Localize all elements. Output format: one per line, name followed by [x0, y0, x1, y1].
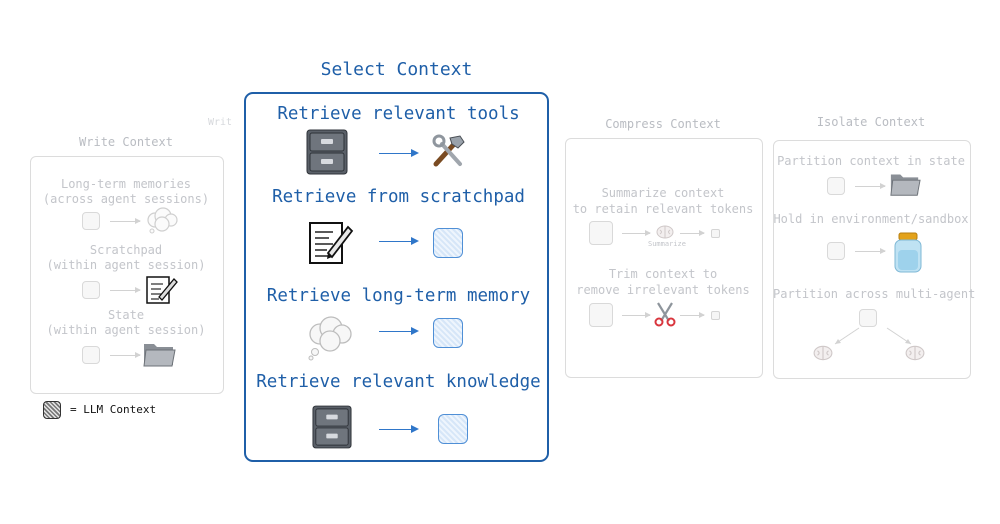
- write-context-square-3: [82, 346, 100, 364]
- isolate-panel-title: Isolate Context: [816, 115, 926, 129]
- legend-label: = LLM Context: [70, 403, 157, 416]
- select-item-scratchpad-label: Retrieve from scratchpad: [272, 187, 525, 207]
- isolate-context-square-1: [827, 177, 845, 195]
- memo-pencil-icon: [145, 273, 179, 308]
- write-panel: [30, 156, 224, 394]
- isolate-arrow-2: [855, 248, 886, 254]
- file-cabinet-icon: [312, 404, 352, 453]
- select-arrow-scratchpad: [379, 237, 419, 245]
- compress-arrow-2b: [680, 312, 705, 318]
- llm-context-icon: [43, 401, 61, 419]
- select-item-tools-label: Retrieve relevant tools: [277, 104, 520, 124]
- compress-arrow-1b: [680, 230, 705, 236]
- select-arrow-tools: [379, 149, 419, 157]
- summarize-caption: Summarize: [648, 240, 686, 248]
- select-arrow-knowledge: [379, 425, 419, 433]
- compress-result-square-2: [711, 311, 720, 320]
- select-arrow-memory: [379, 327, 419, 335]
- tools-icon: [430, 134, 468, 171]
- isolate-item-2-label: Hold in environment/sandbox: [773, 212, 969, 226]
- file-cabinet-icon: [306, 129, 348, 178]
- write-item-3-line1: State: [107, 308, 145, 322]
- write-arrow-2: [110, 287, 141, 293]
- isolate-item-1-label: Partition context in state: [777, 154, 965, 168]
- llm-context-icon: [433, 228, 463, 258]
- write-item-3-line2: (within agent session): [46, 323, 206, 337]
- write-peek-text: Writ: [208, 117, 233, 128]
- compress-item-2-line1: Trim context to: [608, 267, 718, 281]
- write-item-1-line1: Long-term memories: [60, 177, 192, 191]
- isolate-split-arrows: [834, 327, 912, 345]
- isolate-arrow-1: [855, 183, 886, 189]
- select-panel-title: Select Context: [320, 59, 473, 80]
- folder-icon: [889, 168, 921, 201]
- compress-context-square-2: [589, 303, 613, 327]
- llm-context-icon: [433, 318, 463, 348]
- compress-panel: [565, 138, 763, 378]
- write-panel-title: Write Context: [79, 135, 173, 149]
- thought-cloud-icon: [306, 316, 354, 365]
- llm-context-icon: [438, 414, 468, 444]
- compress-context-square-1: [589, 221, 613, 245]
- write-context-square-2: [82, 281, 100, 299]
- scissors-icon: [653, 301, 677, 330]
- compress-arrow-2a: [622, 312, 651, 318]
- write-arrow-1: [110, 218, 141, 224]
- select-panel: Retrieve relevant tools Retrieve from sc…: [244, 92, 549, 462]
- jar-icon: [893, 232, 923, 277]
- write-context-square-1: [82, 212, 100, 230]
- folder-icon: [142, 338, 176, 371]
- compress-panel-title: Compress Context: [605, 117, 721, 131]
- isolate-item-3-label: Partition across multi-agent: [773, 287, 976, 301]
- memo-pencil-icon: [308, 217, 354, 268]
- compress-result-square-1: [711, 229, 720, 238]
- write-item-2-line2: (within agent session): [46, 258, 206, 272]
- write-item-1-line2: (across agent sessions): [42, 192, 210, 206]
- compress-item-1-line2: to retain relevant tokens: [572, 202, 754, 216]
- brain-icon: [813, 345, 833, 364]
- isolate-panel: [773, 140, 971, 379]
- select-item-memory-label: Retrieve long-term memory: [266, 286, 531, 306]
- select-item-knowledge-label: Retrieve relevant knowledge: [256, 372, 541, 392]
- compress-arrow-1a: [622, 230, 651, 236]
- thought-cloud-icon: [145, 207, 179, 238]
- write-item-2-line1: Scratchpad: [89, 243, 163, 257]
- brain-icon: [656, 225, 674, 242]
- isolate-context-square-3: [859, 309, 877, 327]
- brain-icon: [905, 345, 925, 364]
- compress-item-2-line2: remove irrelevant tokens: [576, 283, 750, 297]
- isolate-context-square-2: [827, 242, 845, 260]
- compress-item-1-line1: Summarize context: [601, 186, 725, 200]
- write-arrow-3: [110, 352, 141, 358]
